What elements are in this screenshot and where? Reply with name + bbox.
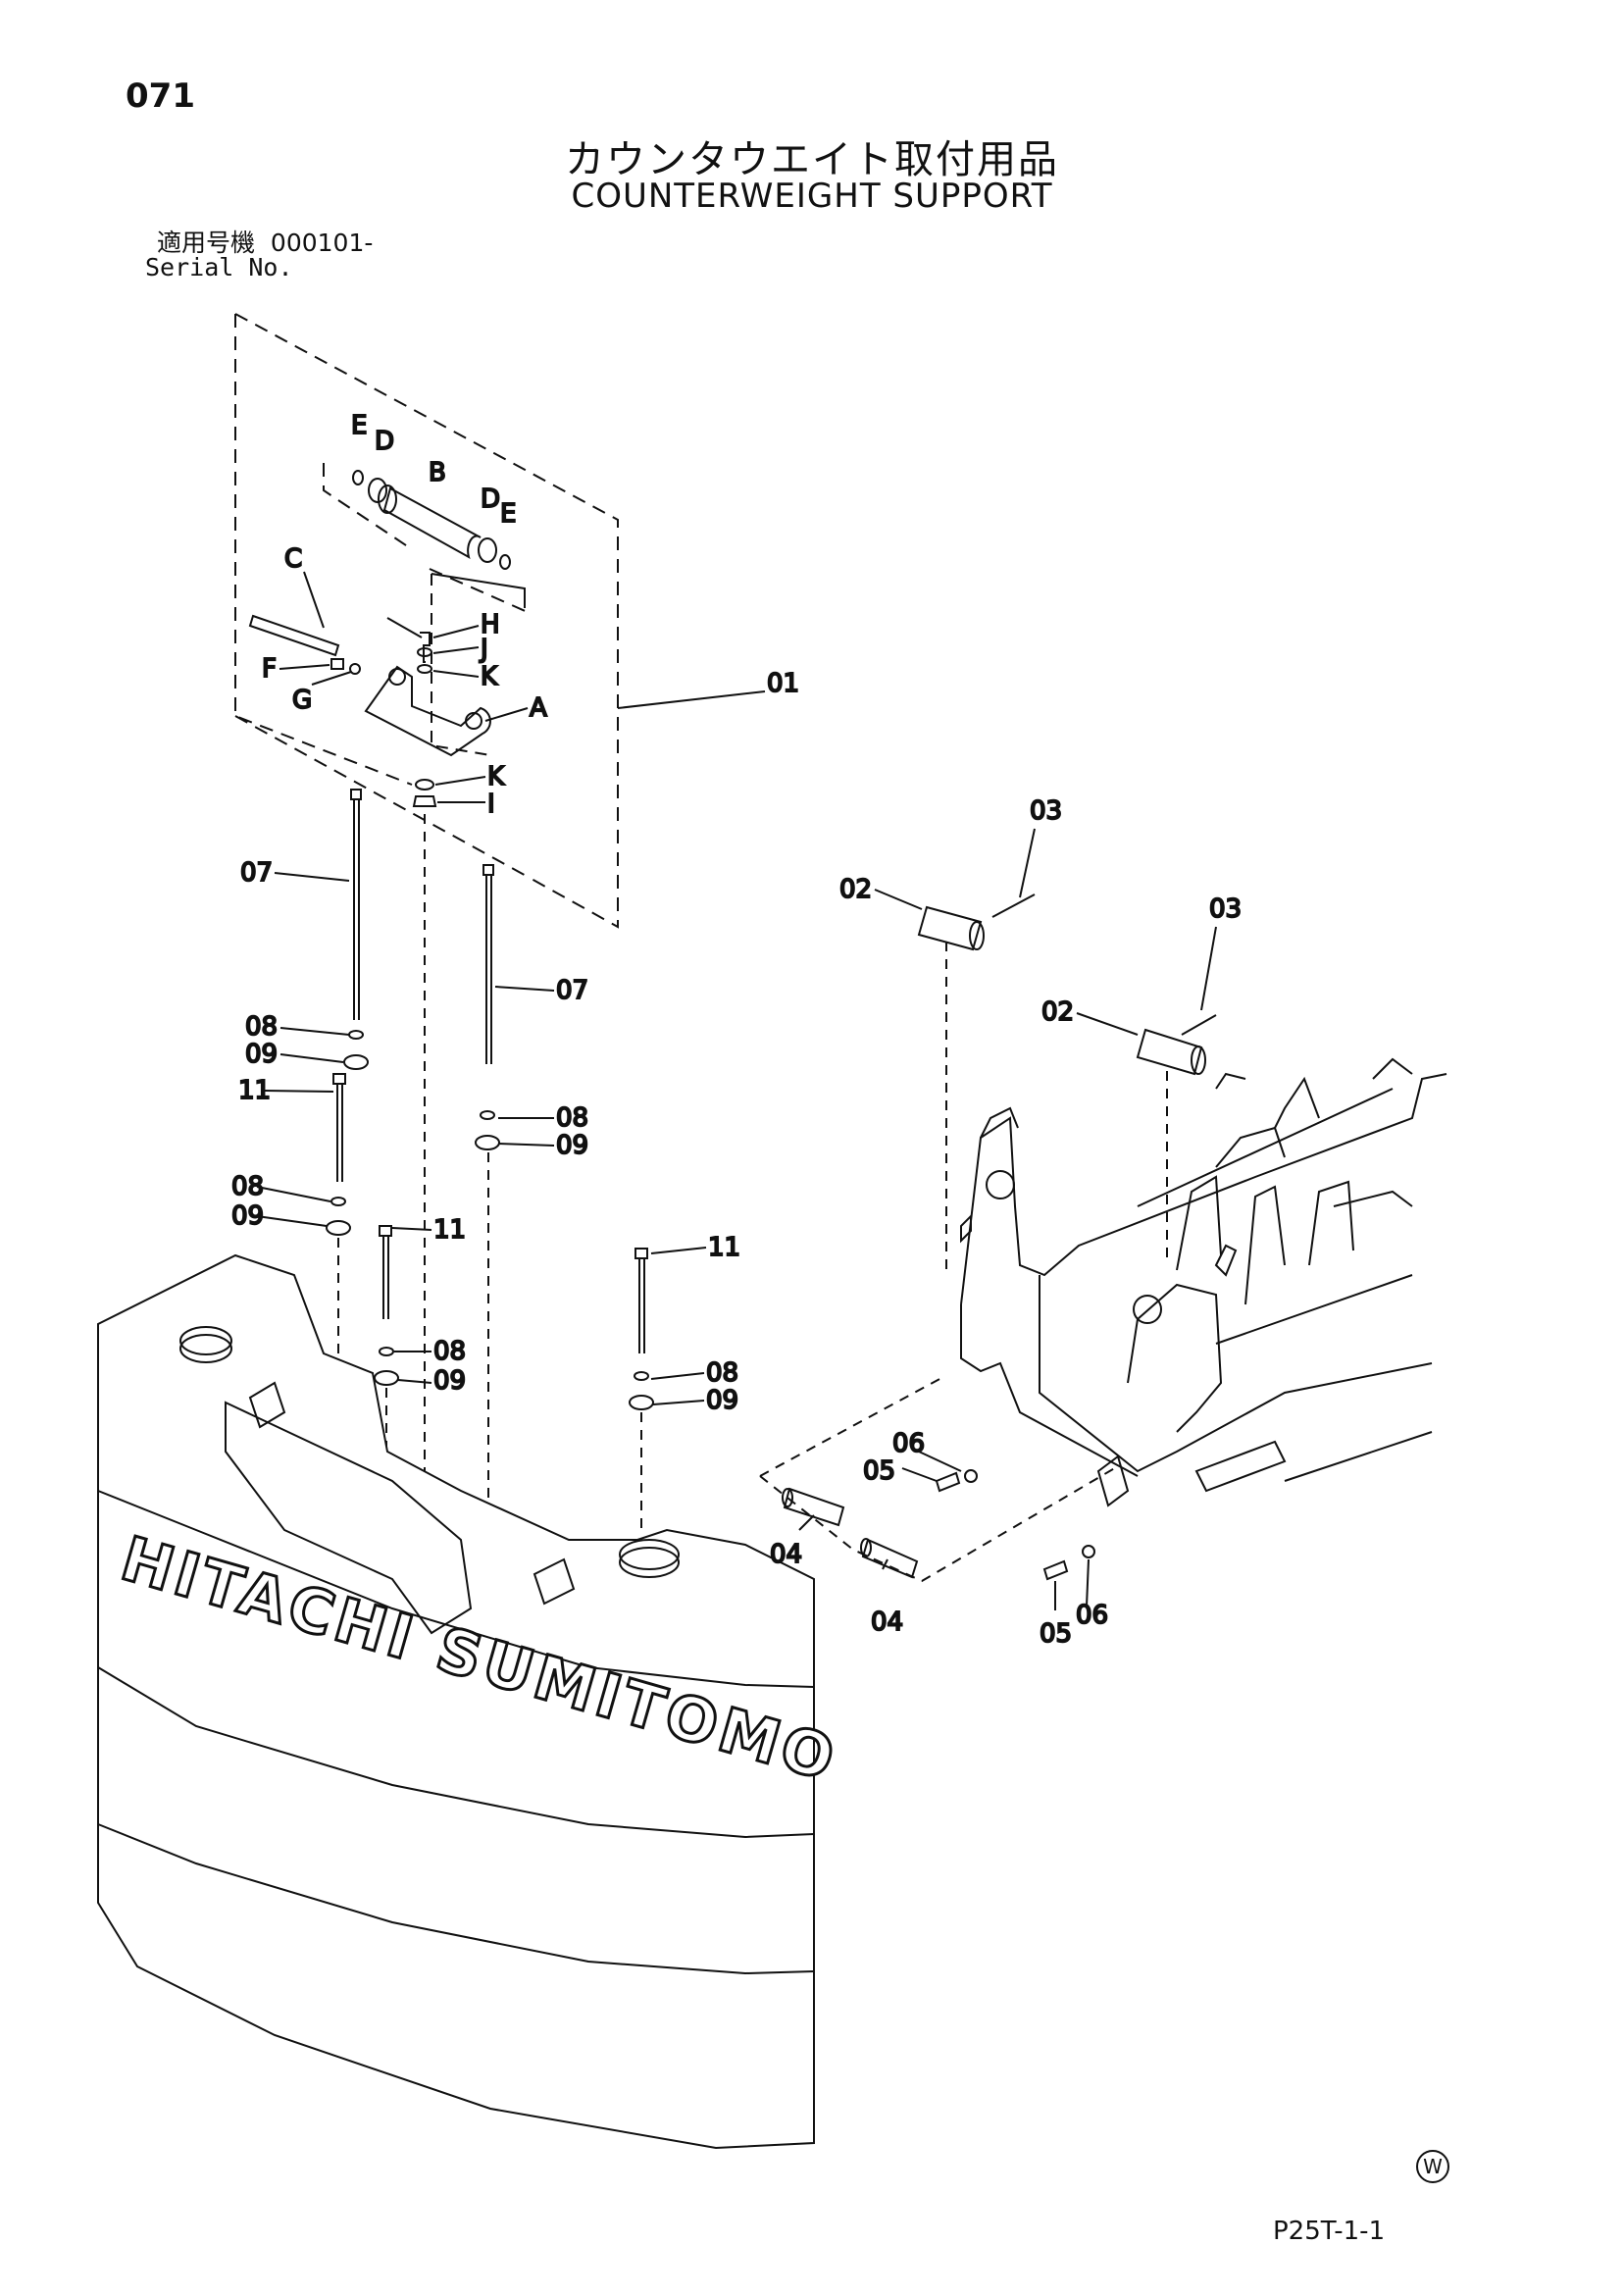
callout-02-upper: 02: [839, 875, 872, 904]
callout-01: 01: [767, 669, 799, 698]
label-e-left: E: [351, 411, 367, 440]
label-e-right: E: [500, 499, 516, 529]
callout-09-c: 09: [231, 1201, 264, 1231]
pin-b: [382, 486, 482, 560]
bolt-f: [330, 658, 344, 670]
label-k-lower: K: [487, 762, 505, 791]
callout-04-right: 04: [871, 1607, 903, 1637]
serial-value: 000101-: [270, 229, 374, 257]
page-number: 071: [126, 77, 195, 116]
label-g: G: [292, 686, 312, 715]
label-i: I: [487, 790, 495, 819]
snap-ring-e-right: [499, 554, 511, 570]
washer-j: [417, 647, 432, 657]
lower-pins-bolts: [759, 1377, 1119, 1583]
serial-label-english: Serial No.: [145, 253, 293, 281]
mounting-pins: [917, 893, 1217, 1275]
label-d-right: D: [481, 485, 500, 514]
callout-09-b: 09: [556, 1131, 588, 1160]
callout-04-left: 04: [770, 1540, 802, 1569]
callout-03-lower: 03: [1209, 894, 1242, 924]
serial-label-japanese: 適用号機: [157, 229, 256, 257]
washer-d-left: [368, 478, 387, 503]
label-f: F: [262, 654, 277, 684]
snap-ring-e-left: [352, 470, 364, 485]
callout-08-d: 08: [433, 1337, 466, 1366]
subassembly-parts: [248, 470, 511, 807]
page-title-japanese: カウンタウエイト取付用品: [565, 137, 1059, 182]
leader-lines: [256, 571, 1217, 1610]
washer-d-right: [478, 537, 497, 563]
rod-c: [248, 614, 340, 657]
long-bolts-07: [350, 789, 494, 1064]
washer-k-upper: [417, 664, 432, 674]
label-b: B: [429, 458, 446, 487]
label-a: A: [530, 693, 547, 723]
label-h: H: [481, 610, 500, 639]
callout-07-left: 07: [240, 858, 273, 888]
callout-11-c: 11: [708, 1233, 740, 1262]
callout-05-lower: 05: [1040, 1619, 1072, 1649]
callout-03-upper: 03: [1030, 796, 1062, 826]
callout-11-a: 11: [238, 1076, 271, 1105]
serial-applicability: 適用号機 000101-: [157, 224, 373, 259]
label-k-upper: K: [481, 662, 498, 691]
page-title-english: COUNTERWEIGHT SUPPORT: [571, 177, 1053, 216]
bolt-h: [420, 632, 431, 663]
page-code: P25T-1-1: [1273, 2217, 1386, 2246]
washer-g: [349, 663, 361, 675]
callout-11-b: 11: [433, 1215, 466, 1245]
counterweight-body: HITACHI SUMITOMO: [97, 1253, 847, 2150]
bolts-washers: [326, 1030, 654, 1410]
label-d-left: D: [375, 427, 394, 456]
callout-09-e: 09: [706, 1386, 738, 1415]
nut-i: [412, 795, 437, 807]
machine-frame: [960, 1057, 1447, 1507]
callout-02-lower: 02: [1041, 997, 1074, 1027]
subassembly-01-frame: [234, 313, 619, 929]
callout-09-d: 09: [433, 1366, 466, 1396]
callout-08-a: 08: [245, 1012, 278, 1042]
washer-k-lower: [415, 779, 434, 791]
callout-09-a: 09: [245, 1040, 278, 1069]
callout-08-e: 08: [706, 1358, 738, 1388]
watermark-symbol: W: [1416, 2150, 1449, 2183]
callout-05-upper: 05: [863, 1456, 895, 1486]
callout-06-upper: 06: [892, 1429, 925, 1458]
label-j: J: [479, 635, 488, 664]
callout-07-right: 07: [556, 976, 588, 1005]
callout-08-b: 08: [556, 1103, 588, 1133]
bracket-a: [364, 665, 491, 757]
callout-08-c: 08: [231, 1172, 264, 1201]
callout-06-lower: 06: [1076, 1601, 1108, 1630]
label-c: C: [284, 544, 302, 574]
